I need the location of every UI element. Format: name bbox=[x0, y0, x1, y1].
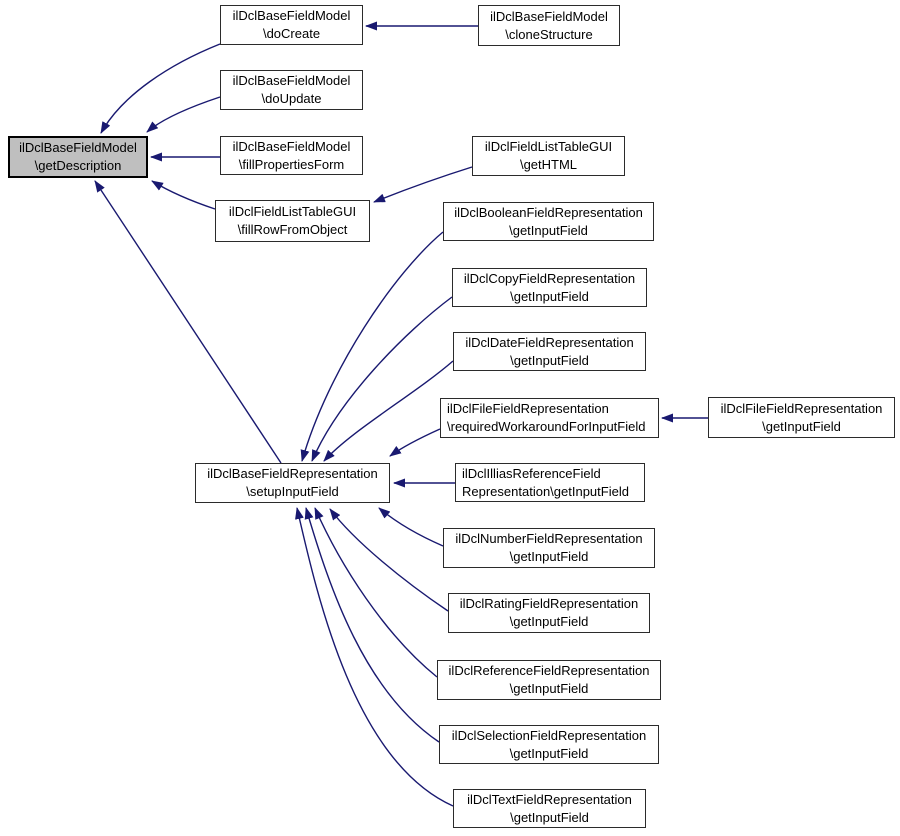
graph-node-getHTML[interactable]: ilDclFieldListTableGUI \getHTML bbox=[472, 136, 625, 176]
graph-node-label-line: ilDclBaseFieldModel bbox=[19, 140, 137, 155]
graph-node-label-line: ilDclFileFieldRepresentation bbox=[720, 400, 883, 416]
edge-getHTML-to-fillRowFromObject bbox=[373, 166, 473, 203]
graph-node-label-line: ilDclNumberFieldRepresentation bbox=[455, 531, 643, 546]
graph-node-copyGetInputField[interactable]: ilDclCopyFieldRepresentation \getInputFie… bbox=[452, 268, 647, 307]
graph-node-fillPropertiesForm[interactable]: ilDclBaseFieldModel \fillPropertiesForm bbox=[220, 136, 363, 175]
graph-node-label-line: ilDclBaseFieldRepresentation bbox=[207, 466, 378, 481]
graph-node-getDescription[interactable]: ilDclBaseFieldModel \getDescription bbox=[8, 136, 148, 178]
graph-node-label-line: ilDclFieldListTableGUI bbox=[228, 204, 357, 219]
graph-node-referenceGetInputField[interactable]: ilDclReferenceFieldRepresentation \getInp… bbox=[437, 660, 661, 700]
edge-textGetInputField-to-setupInputField bbox=[295, 507, 454, 807]
edge-dateGetInputField-to-setupInputField bbox=[323, 360, 454, 462]
graph-node-fileGetInputField[interactable]: ilDclFileFieldRepresentation \getInputFie… bbox=[708, 397, 895, 438]
graph-node-numberGetInputField[interactable]: ilDclNumberFieldRepresentation \getInputF… bbox=[443, 528, 655, 568]
graph-node-fileRequiredWorkaround[interactable]: ilDclFileFieldRepresentation \requiredWor… bbox=[440, 398, 659, 438]
graph-node-label-line: ilDclCopyFieldRepresentation bbox=[463, 270, 636, 286]
edge-ratingGetInputField-to-setupInputField bbox=[329, 508, 449, 612]
edge-fillRowFromObject-to-getDescription bbox=[151, 180, 216, 210]
graph-node-label-line: Representation\getInputField bbox=[462, 483, 629, 499]
graph-node-cloneStructure[interactable]: ilDclBaseFieldModel \cloneStructure bbox=[478, 5, 620, 46]
graph-node-label-line: \getInputField bbox=[509, 745, 589, 761]
graph-node-label-line: ilDclBooleanFieldRepresentation bbox=[454, 204, 643, 220]
graph-node-label-line: \setupInputField bbox=[246, 484, 339, 499]
graph-node-label-line: \getInputField bbox=[762, 418, 841, 434]
graph-node-label-line: ilDclReferenceFieldRepresentation bbox=[448, 663, 650, 678]
graph-node-label-line: ilDclTextFieldRepresentation bbox=[467, 791, 632, 807]
graph-node-booleanGetInputField[interactable]: ilDclBooleanFieldRepresentation \getInput… bbox=[443, 202, 654, 241]
graph-node-label-line: \getInputField bbox=[509, 614, 589, 629]
graph-node-label-line: ilDclDateFieldRepresentation bbox=[465, 334, 634, 350]
graph-node-label-line: \requiredWorkaroundForInputField bbox=[447, 419, 646, 434]
graph-node-label-line: \getHTML bbox=[519, 157, 578, 172]
graph-node-label-line: \getInputField bbox=[510, 288, 589, 304]
edge-copyGetInputField-to-setupInputField bbox=[311, 296, 453, 462]
graph-node-doUpdate[interactable]: ilDclBaseFieldModel \doUpdate bbox=[220, 70, 363, 110]
graph-node-ratingGetInputField[interactable]: ilDclRatingFieldRepresentation \getInputF… bbox=[448, 593, 650, 633]
graph-node-label-line: \getInputField bbox=[510, 809, 589, 825]
graph-node-label-line: \fillRowFromObject bbox=[237, 222, 348, 237]
graph-node-label-line: \getInputField bbox=[509, 222, 588, 238]
graph-node-selectionGetInputField[interactable]: ilDclSelectionFieldRepresentation \getInp… bbox=[439, 725, 659, 764]
graph-node-label-line: ilDclBaseFieldModel bbox=[232, 138, 351, 154]
graph-node-label-line: ilDclSelectionFieldRepresentation bbox=[451, 727, 647, 743]
graph-node-fillRowFromObject[interactable]: ilDclFieldListTableGUI \fillRowFromObject bbox=[215, 200, 370, 242]
graph-node-label-line: \getDescription bbox=[34, 158, 122, 173]
graph-node-label-line: \getInputField bbox=[509, 681, 589, 696]
graph-node-label-line: ilDclBaseFieldModel bbox=[232, 73, 351, 88]
graph-node-label-line: \doCreate bbox=[262, 26, 321, 41]
graph-node-label-line: ilDclBaseFieldModel bbox=[232, 8, 351, 23]
edge-numberGetInputField-to-setupInputField bbox=[378, 507, 444, 547]
graph-node-textGetInputField[interactable]: ilDclTextFieldRepresentation \getInputFie… bbox=[453, 789, 646, 828]
graph-node-label-line: ilDclBaseFieldModel bbox=[490, 8, 608, 24]
edge-referenceGetInputField-to-setupInputField bbox=[314, 507, 438, 678]
graph-node-doCreate[interactable]: ilDclBaseFieldModel \doCreate bbox=[220, 5, 363, 45]
edge-booleanGetInputField-to-setupInputField bbox=[300, 231, 444, 462]
graph-node-label-line: \getInputField bbox=[509, 549, 589, 564]
graph-node-dateGetInputField[interactable]: ilDclDateFieldRepresentation \getInputFie… bbox=[453, 332, 646, 371]
graph-node-label-line: \fillPropertiesForm bbox=[238, 156, 345, 172]
graph-node-label-line: ilDclIlliasReferenceField bbox=[462, 465, 601, 481]
graph-node-label-line: \getInputField bbox=[510, 352, 589, 368]
graph-node-label-line: \doUpdate bbox=[261, 91, 322, 106]
graph-node-label-line: ilDclFileFieldRepresentation bbox=[447, 401, 609, 416]
graph-node-setupInputField[interactable]: ilDclBaseFieldRepresentation \setupInputF… bbox=[195, 463, 390, 503]
graph-node-label-line: ilDclRatingFieldRepresentation bbox=[459, 596, 639, 611]
edge-doCreate-to-getDescription bbox=[100, 43, 221, 134]
edge-fileRequiredWorkaround-to-setupInputField bbox=[389, 428, 441, 457]
graph-node-label-line: ilDclFieldListTableGUI bbox=[484, 139, 613, 154]
edge-doUpdate-to-getDescription bbox=[146, 96, 221, 133]
edge-selectionGetInputField-to-setupInputField bbox=[304, 507, 440, 743]
graph-node-label-line: \cloneStructure bbox=[505, 26, 593, 42]
